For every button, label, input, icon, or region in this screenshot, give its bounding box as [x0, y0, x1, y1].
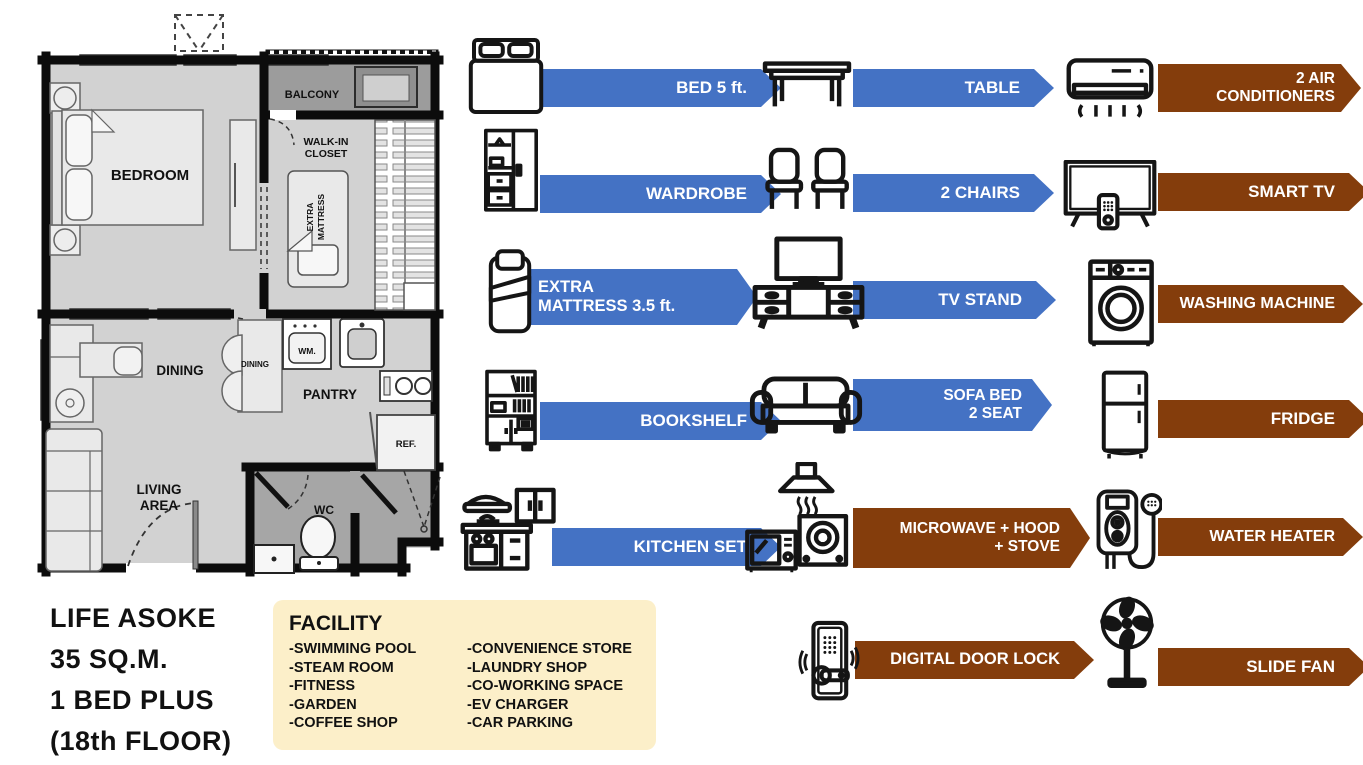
bed-arrow: BED 5 ft.	[540, 69, 781, 107]
washing-machine-label: WASHING MACHINE	[1179, 294, 1335, 312]
table-icon	[762, 60, 852, 110]
tv-stand-label: TV STAND	[938, 289, 1022, 309]
facility-column-2: -CONVENIENCE STORE -LAUNDRY SHOP -CO-WOR…	[467, 640, 632, 733]
facility-item: -LAUNDRY SHOP	[467, 659, 588, 676]
entry-door-gap	[126, 563, 196, 573]
fridge-label: FRIDGE	[1270, 408, 1335, 428]
property-info: LIFE ASOKE 35 SQ.M. 1 BED PLUS (18th FLO…	[50, 598, 232, 762]
extra-mattress-label-1: EXTRA	[305, 203, 315, 232]
extra-mattress-label-2: MATTRESS 3.5 ft.	[538, 297, 676, 315]
smart-tv-label: SMART TV	[1248, 181, 1335, 201]
table-arrow: TABLE	[853, 69, 1054, 107]
microwave-hood-stove-arrow: MICROWAVE + HOOD + STOVE	[853, 508, 1090, 568]
facility-box: FACILITY -SWIMMING POOL -STEAM ROOM -FIT…	[273, 600, 656, 750]
bed-label: BED 5 ft.	[676, 77, 747, 97]
wardrobe-label: WARDROBE	[645, 183, 747, 203]
chairs-label: 2 CHAIRS	[940, 182, 1020, 202]
dining-furniture	[49, 319, 283, 423]
air-conditioner-label-2: CONDITIONERS	[1216, 88, 1335, 105]
door-lock-label: DIGITAL DOOR LOCK	[890, 650, 1060, 669]
tv-stand-icon	[751, 236, 865, 330]
washing-machine-arrow: WASHING MACHINE	[1158, 285, 1363, 323]
dining-label: DINING	[156, 363, 203, 378]
air-conditioner-icon	[1060, 56, 1160, 128]
walkin-label-1: WALK-IN	[304, 136, 349, 148]
pantry-label: PANTRY	[303, 387, 357, 402]
table-label: TABLE	[964, 77, 1020, 97]
sofa-bed-arrow: SOFA BED 2 SEAT	[853, 379, 1052, 431]
tv-stand-arrow: TV STAND	[853, 281, 1056, 319]
kitchen-set-arrow: KITCHEN SET	[552, 528, 781, 566]
door-lock-arrow: DIGITAL DOOR LOCK	[855, 641, 1094, 679]
microwave-label-2: + STOVE	[994, 538, 1060, 555]
sofa-bed-icon	[748, 376, 864, 434]
wardrobe-arrow: WARDROBE	[540, 175, 781, 213]
facility-item: -COFFEE SHOP	[289, 715, 398, 731]
living-label-2: AREA	[140, 498, 179, 513]
bed-furniture	[49, 82, 257, 256]
kitchen-set-label: KITCHEN SET	[633, 536, 747, 556]
washing-machine-icon	[1086, 258, 1156, 348]
facility-item: -EV CHARGER	[467, 696, 569, 713]
microwave-hood-stove-icon	[744, 462, 858, 580]
pantry-fixtures	[282, 318, 436, 471]
floor-plan: BEDROOM BALCONY WALK-IN CLOSET EXTRA MAT…	[37, 14, 450, 578]
property-name: LIFE ASOKE	[50, 603, 217, 633]
wc-fixtures	[253, 470, 441, 574]
bed-icon	[466, 36, 546, 116]
facility-item: -CAR PARKING	[467, 715, 574, 731]
slide-fan-label: SLIDE FAN	[1246, 656, 1335, 676]
walkin-label-2: CLOSET	[305, 148, 348, 160]
water-heater-label: WATER HEATER	[1209, 527, 1335, 545]
water-heater-icon	[1090, 488, 1162, 574]
facility-item: -CO-WORKING SPACE	[467, 678, 624, 694]
wardrobe-icon	[481, 126, 541, 218]
microwave-label-1: MICROWAVE + HOOD	[899, 519, 1060, 537]
extra-mattress-arrow: EXTRA MATTRESS 3.5 ft.	[528, 269, 757, 325]
facility-item: -SWIMMING POOL	[289, 641, 417, 657]
living-label-1: LIVING	[136, 482, 181, 497]
property-area: 35 SQ.M.	[50, 644, 169, 674]
property-floor: (18th FLOOR)	[50, 726, 232, 756]
air-conditioner-arrow: 2 AIR CONDITIONERS	[1158, 64, 1361, 112]
entry-door-swing	[127, 502, 195, 567]
sofa-bed-label-1: SOFA BED	[943, 386, 1022, 404]
facility-item: -FITNESS	[289, 678, 356, 694]
slide-fan-icon	[1098, 592, 1156, 696]
slide-fan-arrow: SLIDE FAN	[1158, 648, 1363, 686]
extra-mattress-label-2: MATTRESS	[316, 194, 326, 240]
extra-mattress-icon	[486, 248, 534, 336]
facility-item: -STEAM ROOM	[289, 659, 394, 676]
property-layout: 1 BED PLUS	[50, 685, 215, 715]
dining-label-small: DINING	[241, 360, 269, 369]
extra-mattress-label-1: EXTRA	[538, 277, 594, 296]
facility-item: -GARDEN	[289, 696, 357, 713]
kitchen-set-icon	[460, 476, 558, 572]
wm-label: WM.	[298, 346, 315, 356]
bookshelf-icon	[481, 366, 541, 460]
door-lock-icon	[798, 618, 860, 704]
sofa-bed-label-2: 2 SEAT	[968, 405, 1022, 422]
fridge-arrow: FRIDGE	[1158, 400, 1363, 438]
chairs-arrow: 2 CHAIRS	[853, 174, 1054, 212]
smart-tv-icon	[1062, 160, 1158, 232]
roof-dashed-box	[174, 14, 224, 52]
air-conditioner-label-1: 2 AIR	[1295, 69, 1335, 87]
bookshelf-label: BOOKSHELF	[640, 410, 747, 430]
bookshelf-arrow: BOOKSHELF	[540, 402, 781, 440]
water-heater-arrow: WATER HEATER	[1158, 518, 1363, 556]
ref-label: REF.	[396, 439, 417, 450]
facility-title: FACILITY	[289, 612, 383, 635]
sofa-plan	[45, 428, 103, 572]
bedroom-label: BEDROOM	[111, 167, 189, 184]
balcony-label: BALCONY	[285, 89, 340, 101]
fridge-icon	[1096, 370, 1154, 462]
wc-label: WC	[314, 503, 334, 517]
facility-item: -CONVENIENCE STORE	[467, 641, 632, 657]
chairs-icon	[764, 146, 852, 212]
smart-tv-arrow: SMART TV	[1158, 173, 1363, 211]
facility-column-1: -SWIMMING POOL -STEAM ROOM -FITNESS -GAR…	[289, 640, 467, 733]
